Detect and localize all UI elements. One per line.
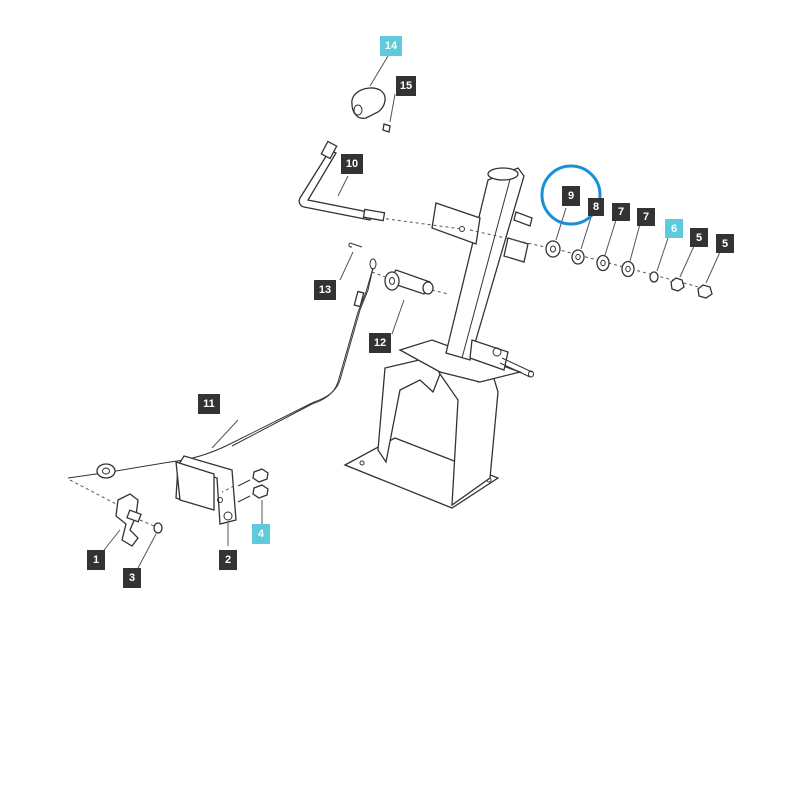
control-cable	[67, 258, 377, 506]
highlight-ring	[540, 164, 602, 226]
callout-6[interactable]: 6	[665, 219, 683, 238]
pedal-stand	[343, 167, 711, 509]
callout-11[interactable]: 11	[198, 394, 220, 414]
callout-9[interactable]: 9	[562, 186, 580, 206]
pivot-bushing	[371, 269, 449, 335]
svg-text:12: 12	[374, 337, 386, 349]
bolts	[221, 468, 269, 524]
svg-text:14: 14	[385, 40, 398, 52]
svg-text:13: 13	[319, 284, 331, 296]
callout-4[interactable]: 4	[252, 524, 270, 544]
svg-text:3: 3	[129, 572, 135, 584]
clamp-nut	[137, 519, 163, 569]
washer-stack	[545, 240, 713, 299]
callout-8[interactable]: 8	[588, 198, 604, 216]
gear-lever	[298, 140, 386, 222]
knob-screw	[382, 93, 396, 133]
svg-text:8: 8	[593, 201, 599, 213]
svg-text:9: 9	[568, 190, 574, 202]
callout-7a[interactable]: 7	[612, 203, 630, 221]
callout-2[interactable]: 2	[219, 550, 237, 570]
cable-bracket	[175, 455, 237, 546]
svg-text:5: 5	[696, 232, 702, 244]
svg-text:7: 7	[643, 211, 649, 223]
callout-13[interactable]: 13	[314, 280, 336, 300]
callout-12[interactable]: 12	[369, 333, 391, 353]
callout-1[interactable]: 1	[87, 550, 105, 570]
svg-text:5: 5	[722, 238, 728, 250]
callout-15[interactable]: 15	[396, 76, 416, 96]
callout-3[interactable]: 3	[123, 568, 141, 588]
leader-lines	[555, 207, 721, 284]
callout-14[interactable]: 14	[380, 36, 402, 56]
svg-text:15: 15	[400, 80, 412, 92]
callout-5b[interactable]: 5	[716, 234, 734, 253]
callout-7b[interactable]: 7	[637, 208, 655, 226]
lever-knob	[351, 55, 389, 119]
svg-text:6: 6	[671, 223, 677, 235]
svg-text:1: 1	[93, 554, 99, 566]
svg-text:2: 2	[225, 554, 231, 566]
svg-text:4: 4	[258, 528, 265, 540]
callout-10[interactable]: 10	[341, 154, 363, 174]
cable-clamp	[103, 493, 142, 551]
svg-text:11: 11	[203, 398, 215, 410]
callout-5a[interactable]: 5	[690, 228, 708, 247]
svg-text:7: 7	[618, 206, 624, 218]
svg-text:10: 10	[346, 158, 358, 170]
cable-pin	[339, 242, 363, 281]
